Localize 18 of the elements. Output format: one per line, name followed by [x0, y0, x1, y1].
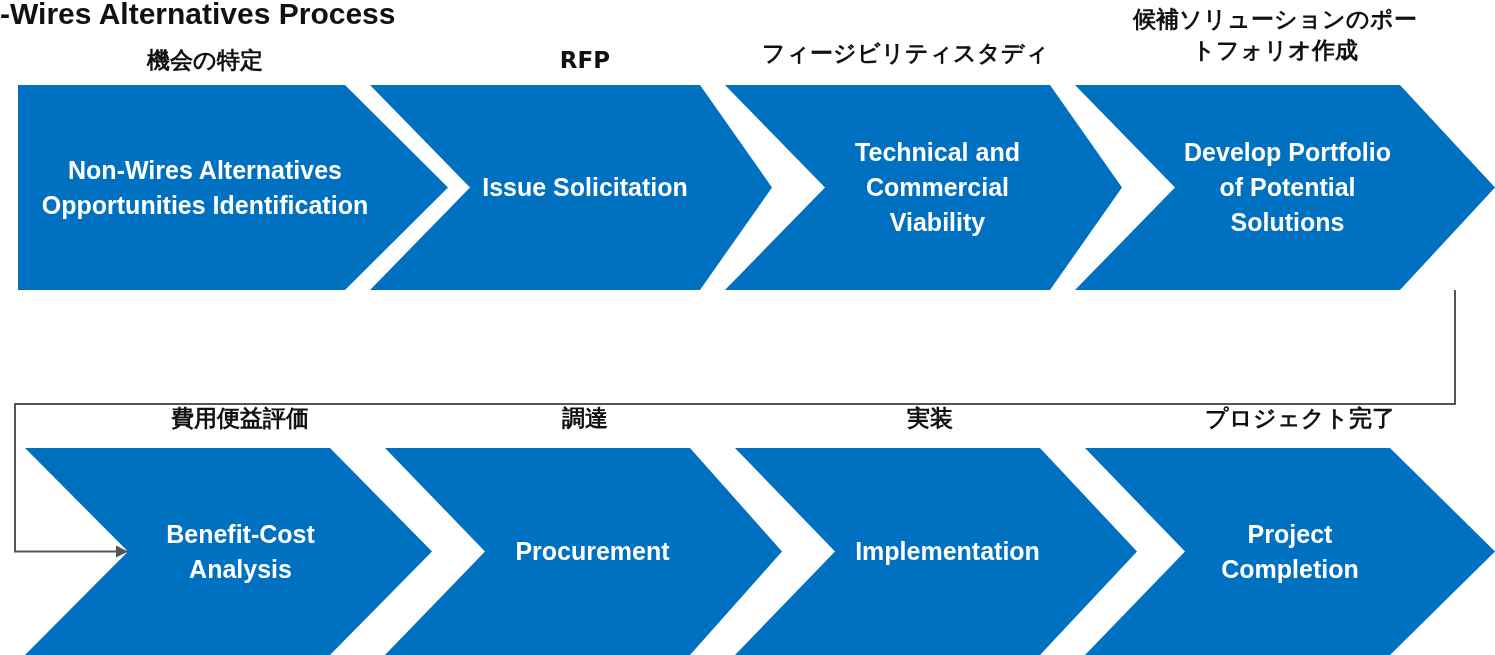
step-label: Implementation: [855, 536, 1040, 567]
diagram-title: -Wires Alternatives Process: [0, 0, 396, 31]
step-heading: 候補ソリューションのポートフォリオ作成: [1131, 5, 1418, 66]
step-heading: フィージビリティスタディ: [760, 39, 1050, 68]
step-heading: 実装: [906, 404, 954, 433]
step-label: Develop Portfolio of Potential Solutions: [1183, 137, 1392, 238]
connector-arrow: [14, 289, 1456, 558]
step-label: Technical and Commercial Viability: [854, 137, 1021, 238]
step-heading: RFP: [558, 46, 612, 75]
step-heading: 費用便益評価: [170, 404, 310, 433]
step-heading: プロジェクト完了: [1204, 404, 1396, 433]
step-heading: 機会の特定: [145, 46, 264, 75]
step-label: Procurement: [515, 536, 670, 567]
step-label: Project Completion: [1220, 518, 1360, 585]
step-label: Issue Solicitation: [482, 172, 688, 203]
step-label: Non-Wires Alternatives Opportunities Identification: [40, 154, 370, 221]
step-heading: 調達: [561, 404, 609, 433]
step-label: Benefit-Cost Analysis: [165, 518, 316, 585]
